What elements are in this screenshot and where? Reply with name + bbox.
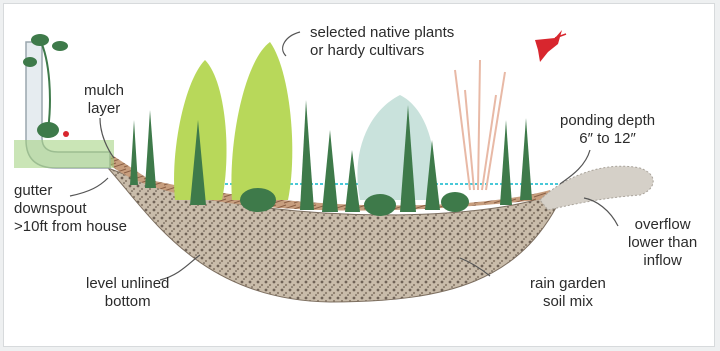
mulch-layer-label: mulch layer	[84, 82, 124, 118]
overflow-label: overflow lower than inflow	[628, 216, 697, 270]
hummingbird-icon	[535, 30, 566, 62]
light-green-plants	[174, 42, 292, 200]
plants-label: selected native plants or hardy cultivar…	[310, 24, 454, 60]
gutter-downspout-label: gutter downspout >10ft from house	[14, 182, 127, 236]
pale-teal-plants	[357, 95, 434, 200]
level-unlined-bottom-label: level unlined bottom	[86, 275, 169, 311]
ponding-depth-label: ponding depth 6″ to 12″	[560, 112, 655, 148]
overflow-rocks	[540, 166, 653, 210]
pink-grass-plant	[455, 60, 505, 190]
rain-garden-soil-mix-label: rain garden soil mix	[530, 275, 606, 311]
